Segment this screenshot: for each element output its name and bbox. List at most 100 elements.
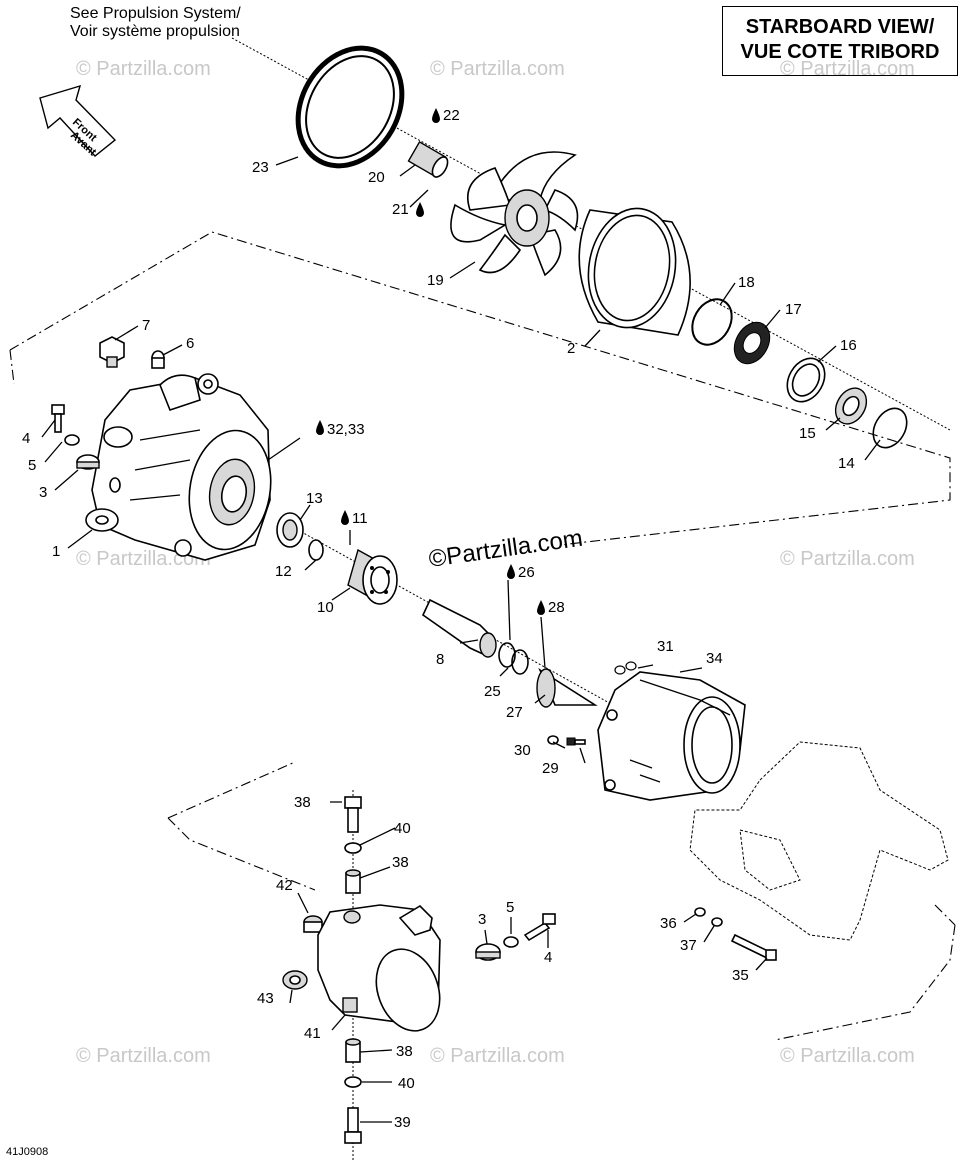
pin-6 xyxy=(151,350,165,369)
o-ring-31b xyxy=(625,661,637,671)
callout-38-top: 38 xyxy=(294,794,311,811)
pump-housing-1 xyxy=(85,373,272,561)
callout-40-upper: 40 xyxy=(394,820,411,837)
callout-10: 10 xyxy=(317,599,334,616)
washer-5-lower xyxy=(503,936,519,948)
callout-18: 18 xyxy=(738,274,755,291)
callout-26: 26 xyxy=(518,564,535,581)
impeller-19 xyxy=(450,151,579,277)
drop-icon xyxy=(432,108,440,123)
callout-11: 11 xyxy=(352,510,368,527)
lower-group-outline xyxy=(167,761,956,1041)
damper-3-lower xyxy=(475,943,501,961)
bearing-15 xyxy=(834,387,868,425)
callout-5-lower: 5 xyxy=(506,899,514,916)
watermark: © Partzilla.com xyxy=(430,58,565,80)
washer-37 xyxy=(711,917,723,927)
watermarks: © Partzilla.com © Partzilla.com © Partzi… xyxy=(76,58,915,1067)
shaft-8 xyxy=(421,598,497,658)
nozzle-41 xyxy=(317,904,441,1032)
callout-32-33: 32,33 xyxy=(327,421,365,438)
callout-42: 42 xyxy=(276,877,293,894)
lubricant-drop-icons xyxy=(316,108,545,615)
washer-30 xyxy=(547,735,559,745)
bolt-4-lower xyxy=(523,913,556,942)
callout-39: 39 xyxy=(394,1114,411,1131)
sleeve-20 xyxy=(407,141,449,178)
callout-38-lower: 38 xyxy=(396,1043,413,1060)
sleeve-13 xyxy=(276,512,304,548)
center-watermark: ©Partzilla.com xyxy=(427,525,584,573)
bolt-4-upper xyxy=(51,404,65,433)
callout-4-upper: 4 xyxy=(22,430,30,447)
callout-8: 8 xyxy=(436,651,444,668)
o-ring-12 xyxy=(308,539,324,561)
bearing-10 xyxy=(347,548,398,605)
watermark: © Partzilla.com xyxy=(780,58,915,80)
wear-ring-2 xyxy=(578,207,691,336)
callout-20: 20 xyxy=(368,169,385,186)
wear-ring-23 xyxy=(295,45,405,169)
callout-25: 25 xyxy=(484,683,501,700)
callout-43: 43 xyxy=(257,990,274,1007)
callout-40-lower: 40 xyxy=(398,1075,415,1092)
callout-4-lower: 4 xyxy=(544,949,552,966)
grommet-43 xyxy=(282,970,308,990)
screw-29 xyxy=(566,737,586,746)
watermark: © Partzilla.com xyxy=(780,1045,915,1067)
propulsion-note-fr: Voir système propulsion xyxy=(70,23,240,40)
callout-3-lower: 3 xyxy=(478,911,486,928)
callout-35: 35 xyxy=(732,967,749,984)
drawing-code: 41J0908 xyxy=(6,1146,49,1158)
bolt-35 xyxy=(730,933,777,961)
drop-icon xyxy=(537,600,545,615)
bolt-38-upper xyxy=(344,796,362,833)
callout-16: 16 xyxy=(840,337,857,354)
front-arrow-icon: Front Avant xyxy=(39,84,117,159)
washer-40-lower xyxy=(344,1076,362,1088)
callout-29: 29 xyxy=(542,760,559,777)
view-title-line2: VUE COTE TRIBORD xyxy=(740,41,940,63)
callout-36: 36 xyxy=(660,915,677,932)
cone-27 xyxy=(536,667,598,708)
watermark: © Partzilla.com xyxy=(76,1045,211,1067)
callout-37: 37 xyxy=(680,937,697,954)
callout-30: 30 xyxy=(514,742,531,759)
washer-5-upper xyxy=(64,434,80,446)
circlip-18 xyxy=(691,298,733,346)
callout-38-mid: 38 xyxy=(392,854,409,871)
spacer-38-upper xyxy=(345,869,361,894)
o-ring-25b xyxy=(511,649,529,675)
washer-40-upper xyxy=(344,842,362,854)
callout-21: 21 xyxy=(392,201,409,218)
callout-23: 23 xyxy=(252,159,269,176)
callout-2: 2 xyxy=(567,340,575,357)
callout-5-upper: 5 xyxy=(28,457,36,474)
o-ring-14 xyxy=(872,407,908,449)
drop-icon xyxy=(507,564,515,579)
callout-27: 27 xyxy=(506,704,523,721)
o-ring-31a xyxy=(614,665,626,675)
venturi-34 xyxy=(597,671,746,801)
reference-bracket-outline xyxy=(689,741,949,941)
callout-14: 14 xyxy=(838,455,855,472)
callout-7: 7 xyxy=(142,317,150,334)
callout-19: 19 xyxy=(427,272,444,289)
bolt-39 xyxy=(344,1107,362,1144)
callout-3-upper: 3 xyxy=(39,484,47,501)
leader-lines xyxy=(41,156,881,1123)
drop-icon xyxy=(316,420,324,435)
callout-31: 31 xyxy=(657,638,674,655)
watermark: © Partzilla.com xyxy=(430,1045,565,1067)
propulsion-note: See Propulsion System/ Voir système prop… xyxy=(70,5,241,41)
callout-17: 17 xyxy=(785,301,802,318)
washer-36 xyxy=(694,907,706,917)
watermark: © Partzilla.com xyxy=(76,58,211,80)
callout-12: 12 xyxy=(275,563,292,580)
callout-34: 34 xyxy=(706,650,723,667)
drop-icon xyxy=(341,510,349,525)
ring-16 xyxy=(786,357,826,403)
callout-22: 22 xyxy=(443,107,460,124)
drop-icon xyxy=(416,202,424,217)
